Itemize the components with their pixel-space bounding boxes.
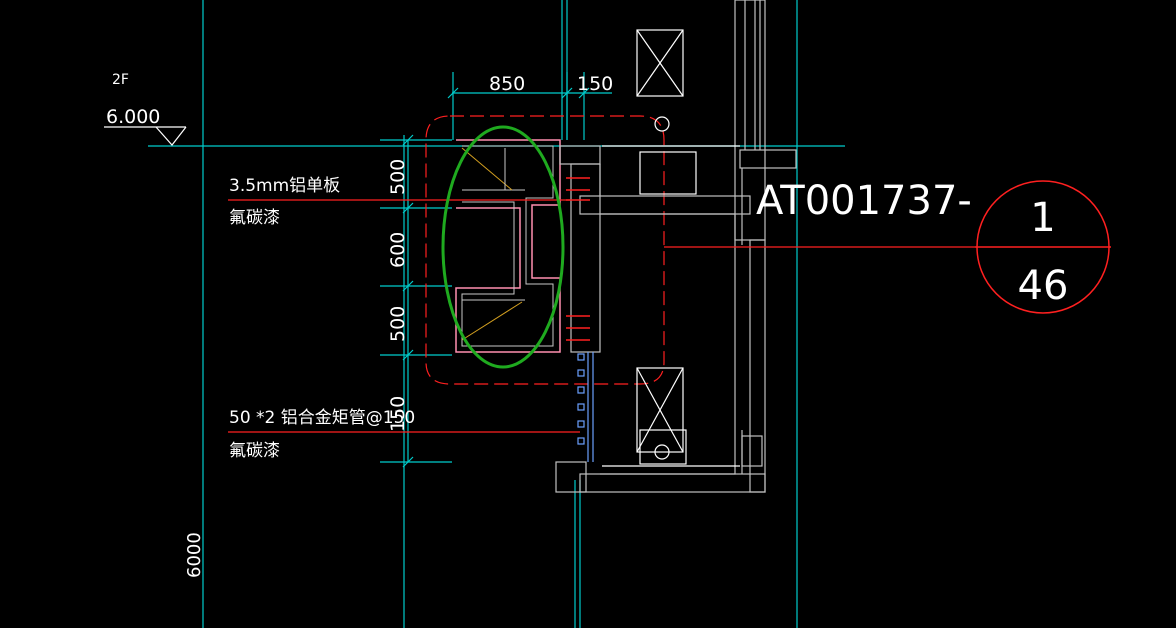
dim-segment-1: 500 <box>387 159 409 195</box>
detail-boundary <box>425 115 665 385</box>
level-elevation-value: 6.000 <box>106 106 160 128</box>
level-marker: 2F 6.000 <box>104 72 187 146</box>
dim-top-offset: 150 <box>577 73 613 95</box>
vertical-dimension <box>380 134 452 468</box>
dim-floor-height: 6000 <box>184 532 205 578</box>
detail-number: 1 <box>1030 195 1055 241</box>
tube-finish-label: 氟碳漆 <box>229 441 280 461</box>
wall-structure <box>555 0 797 493</box>
bracket-marks <box>566 177 590 341</box>
detail-callout-circle <box>975 180 1111 314</box>
highlight-ellipse <box>441 125 565 369</box>
aluminium-panel <box>455 139 561 353</box>
dim-segment-2: 600 <box>387 232 409 268</box>
dim-segment-4: 150 <box>387 396 409 432</box>
window-frames <box>602 29 740 467</box>
drawing-number: AT001737- <box>756 178 972 224</box>
sheet-number: 46 <box>1018 263 1069 309</box>
panel-finish-label: 氟碳漆 <box>229 208 280 228</box>
level-floor-label: 2F <box>112 72 129 88</box>
tube-marks <box>577 352 594 462</box>
tube-material-label: 50 *2 铝合金矩管@150 <box>229 408 415 428</box>
dim-segment-3: 500 <box>387 306 409 342</box>
panel-material-label: 3.5mm铝单板 <box>229 176 340 196</box>
annotation-leaders <box>228 199 975 433</box>
top-dimension <box>447 72 612 140</box>
dim-top-width: 850 <box>489 73 525 95</box>
